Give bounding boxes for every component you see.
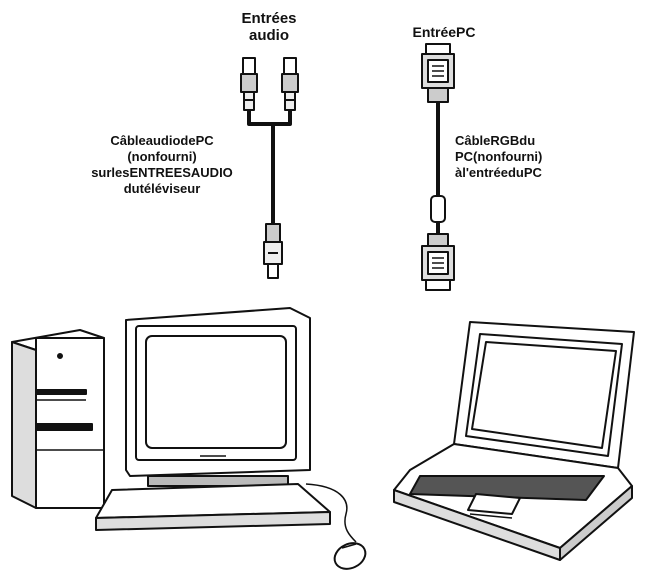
desktop-tower-icon <box>11 329 105 509</box>
rca-connector-bottom-icon <box>263 223 283 279</box>
mouse-cord <box>305 483 357 543</box>
audio-cable-line-4: dutéléviseur <box>123 181 201 196</box>
audio-cable-line-1: CâbleaudiodePC <box>110 133 214 148</box>
rgb-cable-line-2: PC(nonfourni) <box>455 149 543 164</box>
mouse-icon <box>333 542 367 570</box>
pc-input-label: EntréePC <box>412 24 476 40</box>
audio-cable-line-3: surlesENTREESAUDIO <box>91 165 233 180</box>
rgb-cable-label: CâbleRGBdu PC(nonfourni) àl'entréeduPC <box>455 133 565 181</box>
rca-connector-left-icon <box>240 57 258 111</box>
laptop-icon <box>393 321 635 561</box>
audio-inputs-label: Entrées audio <box>226 10 312 44</box>
keyboard-icon <box>95 483 331 531</box>
audio-inputs-line-1: Entrées <box>241 10 297 27</box>
audio-cable-line-2: (nonfourni) <box>127 149 197 164</box>
rgb-cable-line-1: CâbleRGBdu <box>455 133 536 148</box>
audio-y-cable <box>247 110 292 224</box>
rgb-cable-line-3: àl'entréeduPC <box>455 165 542 180</box>
cable-ferrite <box>430 195 446 223</box>
rca-connector-right-icon <box>281 57 299 111</box>
audio-cable-label: CâbleaudiodePC (nonfourni) surlesENTREES… <box>62 133 262 197</box>
audio-inputs-line-2: audio <box>249 27 289 44</box>
vga-connector-bottom-icon <box>421 233 455 291</box>
vga-connector-top-icon <box>421 43 455 103</box>
crt-monitor-icon <box>125 307 311 487</box>
